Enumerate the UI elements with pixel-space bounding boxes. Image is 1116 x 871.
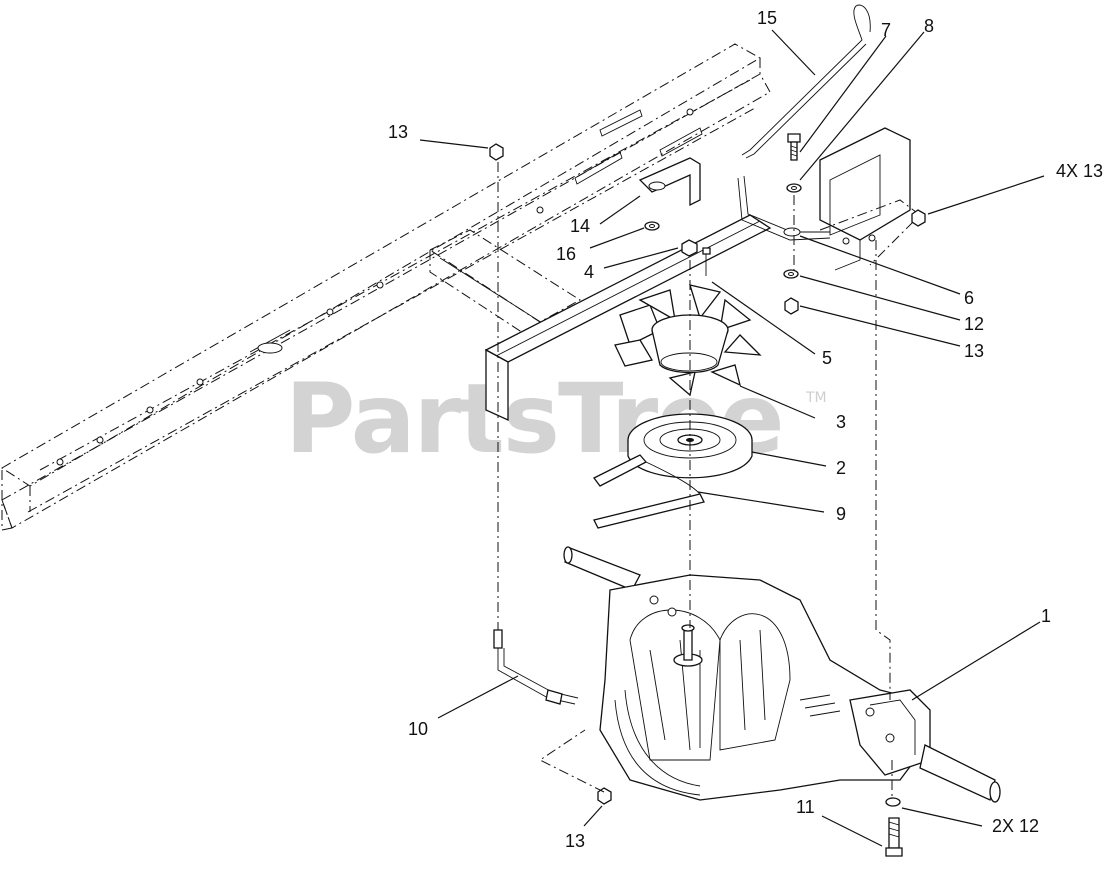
angle-bracket xyxy=(484,214,772,422)
callout-8: 8 xyxy=(924,16,934,36)
transaxle xyxy=(563,546,1001,803)
callout-15: 15 xyxy=(757,8,777,28)
callout-13-bottom: 13 xyxy=(565,831,585,851)
callout-13-right: 13 xyxy=(964,341,984,361)
callout-2x12: 2X 12 xyxy=(992,816,1039,836)
callout-7: 7 xyxy=(881,20,891,40)
callout-3: 3 xyxy=(836,412,846,432)
callout-labels: 15 7 8 13 4X 13 14 16 4 6 12 13 5 3 2 9 … xyxy=(388,8,1103,851)
callout-13-top: 13 xyxy=(388,122,408,142)
callout-12: 12 xyxy=(964,314,984,334)
callout-16: 16 xyxy=(556,244,576,264)
callout-9: 9 xyxy=(836,504,846,524)
watermark-trademark: TM xyxy=(805,390,827,406)
bracket-14 xyxy=(638,157,701,207)
leader-lines xyxy=(419,29,1045,847)
rod-15 xyxy=(741,4,871,159)
callout-6: 6 xyxy=(964,288,974,308)
frame-rails xyxy=(1,43,771,531)
hardware xyxy=(489,133,926,857)
callout-4: 4 xyxy=(584,262,594,282)
rod-10 xyxy=(493,629,579,705)
drive-belt xyxy=(593,454,705,529)
callout-5: 5 xyxy=(822,348,832,368)
callout-1: 1 xyxy=(1041,606,1051,626)
callout-10: 10 xyxy=(408,719,428,739)
callout-2: 2 xyxy=(836,458,846,478)
callout-14: 14 xyxy=(570,216,590,236)
callout-4x13: 4X 13 xyxy=(1056,161,1103,181)
right-mount-bracket xyxy=(819,127,921,271)
assembly-lines xyxy=(497,162,893,800)
callout-11: 11 xyxy=(796,797,815,817)
